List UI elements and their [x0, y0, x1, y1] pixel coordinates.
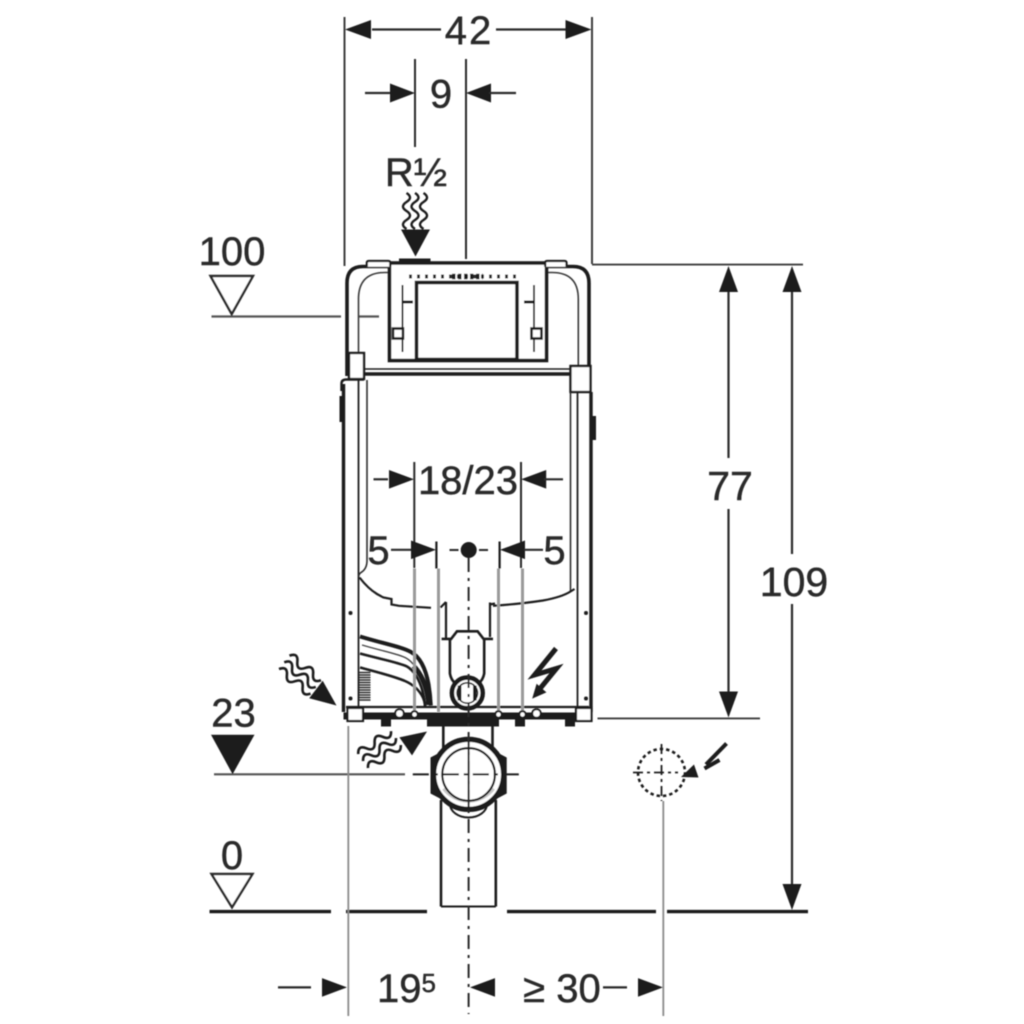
svg-text:77: 77 — [707, 463, 753, 509]
svg-text:109: 109 — [760, 559, 828, 605]
svg-text:5: 5 — [367, 529, 389, 573]
svg-text:42: 42 — [445, 9, 494, 53]
svg-text:18/23: 18/23 — [418, 459, 518, 503]
svg-text:R½: R½ — [385, 151, 447, 195]
svg-text:0: 0 — [221, 834, 243, 878]
svg-text:100: 100 — [199, 230, 266, 274]
svg-text:195: 195 — [377, 967, 436, 1011]
svg-text:9: 9 — [430, 73, 452, 117]
svg-text:5: 5 — [543, 529, 565, 573]
svg-text:23: 23 — [211, 692, 256, 736]
svg-text:≥ 30: ≥ 30 — [523, 967, 601, 1011]
